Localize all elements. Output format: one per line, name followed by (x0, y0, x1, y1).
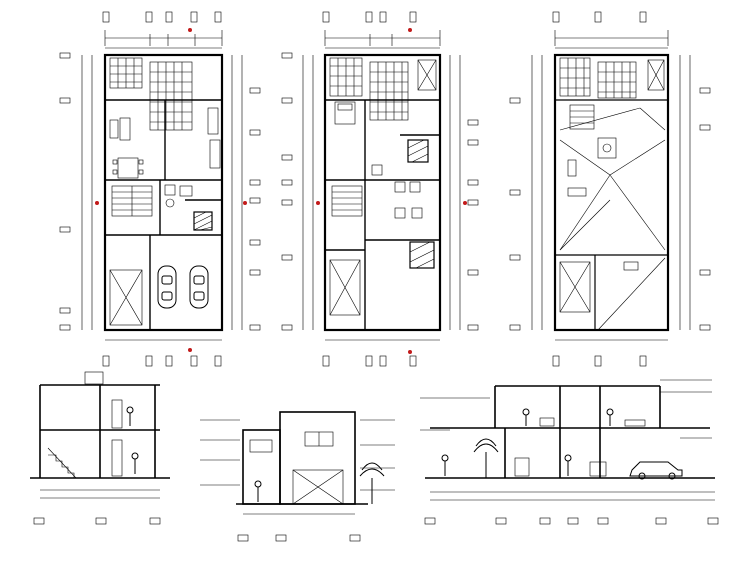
dimension-lines-top (552, 11, 669, 49)
void-cross (329, 259, 361, 316)
section-marker (408, 350, 412, 354)
interior-furniture (514, 417, 646, 477)
facade-windows (249, 431, 334, 453)
bathroom-fixtures (164, 184, 193, 208)
roof-plan (509, 11, 711, 367)
roof-outline (553, 53, 670, 332)
bottom-dimension-ticks (102, 339, 222, 367)
level-lines (200, 419, 395, 491)
bedroom-hatch (409, 241, 435, 269)
bed-icon (334, 101, 356, 125)
facade-outline (236, 411, 368, 505)
dimension-ticks-right (231, 55, 261, 331)
stair-icon (569, 104, 595, 130)
section-structure (30, 384, 170, 479)
tree-icon (359, 462, 385, 504)
section-marker (243, 201, 247, 205)
tree-icon (473, 438, 499, 478)
cross-section (30, 371, 170, 525)
roof-equipment (567, 137, 639, 271)
patio-tile-grid (109, 57, 193, 131)
person-icon (441, 408, 614, 476)
dimension-ticks-right (679, 55, 711, 331)
dimension-ticks-right (449, 55, 479, 331)
section-marker (188, 348, 192, 352)
ground-floor-plan (59, 11, 261, 367)
roof-tank (84, 371, 104, 385)
dimension-ticks-left (281, 52, 314, 331)
ground-dimension (33, 489, 161, 525)
dimension-ticks-top (102, 11, 222, 23)
section-structure (425, 385, 715, 479)
dimension-lines-top (104, 30, 223, 49)
void-cross (559, 261, 591, 313)
garage-diagonal (109, 269, 143, 326)
terrace-tile-grid (559, 57, 637, 99)
roof-divisions (555, 99, 668, 330)
north-arrow-icon (188, 28, 192, 32)
section-marker (316, 201, 320, 205)
ground-floor-outer-wall (103, 53, 224, 332)
car-icon (629, 461, 683, 480)
dimension-ticks-left (509, 55, 543, 331)
terrace-tile-grid (329, 57, 409, 121)
bedroom-hatch-lines (409, 241, 435, 269)
roof-slope-lines (559, 107, 666, 331)
car-icon (157, 265, 177, 309)
living-furniture (109, 107, 221, 169)
section-doors (111, 399, 123, 477)
stair-icon (331, 185, 363, 217)
bedroom-hatch (407, 139, 429, 163)
section-marker (95, 201, 99, 205)
front-elevation (200, 411, 395, 542)
section-marker (463, 201, 467, 205)
dimension-lines-top (322, 11, 441, 49)
interior-walls (325, 99, 440, 330)
kitchen-hatch-lines (193, 211, 213, 231)
void-cross (417, 59, 437, 91)
person-icon (126, 406, 139, 474)
longitudinal-section (420, 379, 719, 525)
bathroom-fixtures (371, 164, 423, 219)
car-icon (189, 265, 209, 309)
kitchen-hatch (193, 211, 213, 231)
stair-icon (47, 447, 77, 479)
garage-door (292, 469, 344, 505)
level-lines (420, 379, 712, 439)
void-cross (647, 59, 665, 91)
first-floor-outer-wall (323, 53, 442, 332)
dimension-ticks-left (59, 52, 93, 331)
north-arrow-icon (408, 28, 412, 32)
stair-icon (111, 185, 153, 217)
person-icon (254, 480, 262, 502)
first-floor-plan (281, 11, 479, 367)
ground-dimension (237, 513, 361, 542)
interior-walls (105, 99, 222, 330)
bottom-dimension-ticks (322, 339, 440, 367)
bedroom-hatch-lines (407, 139, 429, 163)
bottom-dimension-ticks (552, 339, 668, 367)
dining-table (112, 157, 144, 179)
ground-dimension (424, 491, 719, 525)
